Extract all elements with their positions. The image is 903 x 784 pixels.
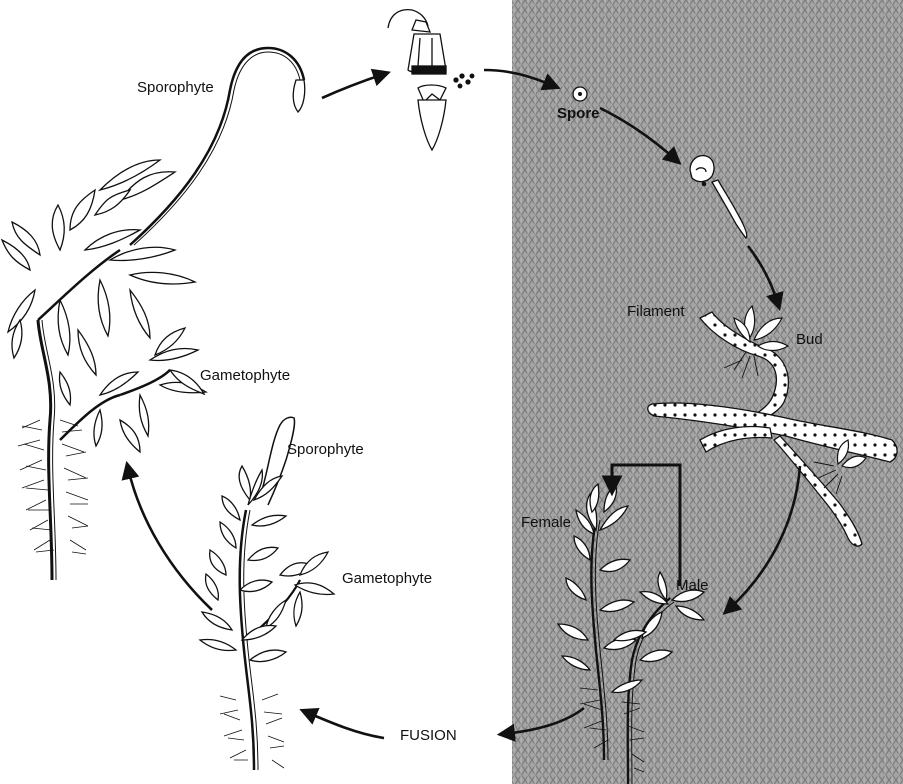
- label-gametophyte-left: Gametophyte: [200, 368, 290, 383]
- label-female: Female: [521, 515, 571, 530]
- capsule-icon: [388, 10, 474, 150]
- arrow-young-moss-to-adult: [128, 468, 212, 610]
- spore-icon: [573, 87, 587, 101]
- label-fusion: FUSION: [400, 728, 457, 743]
- arrow-sporophyte-to-capsule: [322, 74, 384, 98]
- young-moss-plant: [200, 417, 334, 770]
- label-filament: Filament: [627, 304, 685, 319]
- label-sporophyte-top: Sporophyte: [137, 80, 214, 95]
- arrow-fusion-to-young-moss: [306, 712, 384, 738]
- label-bud: Bud: [796, 332, 823, 347]
- label-spore: Spore: [557, 106, 600, 121]
- adult-moss-plant: [2, 48, 305, 580]
- label-sporophyte-middle: Sporophyte: [287, 442, 364, 457]
- label-gametophyte-middle: Gametophyte: [342, 571, 432, 586]
- label-male: Male: [676, 578, 709, 593]
